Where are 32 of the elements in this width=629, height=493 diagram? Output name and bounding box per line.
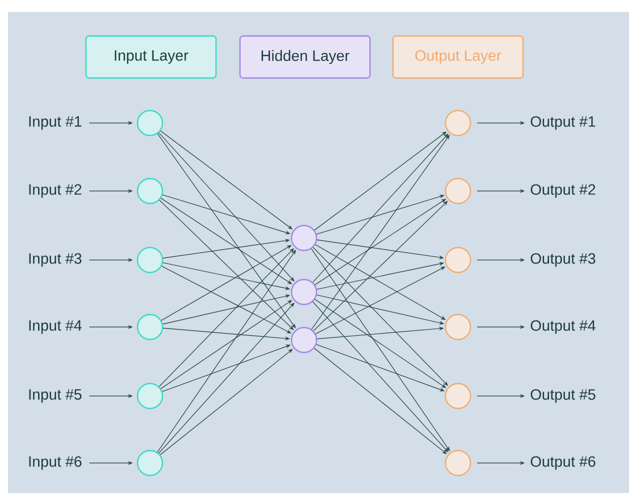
node-label: Output #3 [530, 253, 596, 267]
neuron-circle [444, 178, 472, 204]
node-label: Output #5 [530, 389, 596, 403]
node-label: Output #1 [530, 116, 596, 130]
neuron-circle [290, 224, 318, 252]
node-label: Input #6 [29, 456, 82, 470]
node-label: Input #4 [29, 320, 82, 334]
node-label: Input #3 [29, 253, 82, 267]
node-label: Output #2 [530, 184, 596, 198]
neuron-circle [444, 450, 472, 476]
neuron-circle [136, 110, 164, 136]
connection-arrow [311, 134, 450, 330]
neuron-circle [444, 382, 472, 410]
node-label: Output #4 [530, 320, 596, 334]
neuron-circle [136, 382, 164, 410]
neuron-circle [136, 314, 164, 340]
legend-item: Input Layer [85, 35, 217, 79]
node-label: Output #6 [530, 456, 596, 470]
neuron-circle [444, 246, 472, 274]
connection-arrow [157, 133, 296, 328]
neuron-circle [136, 178, 164, 204]
neuron-circle [136, 450, 164, 476]
neuron-circle [444, 314, 472, 340]
neuron-circle [136, 246, 164, 274]
legend-item: Output Layer [392, 35, 524, 79]
node-label: Input #1 [29, 116, 82, 130]
node-label: Input #5 [29, 389, 82, 403]
node-label: Input #2 [29, 184, 82, 198]
neuron-circle [290, 278, 318, 306]
neuron-circle [290, 326, 318, 354]
neuron-circle [444, 110, 472, 136]
legend-item: Hidden Layer [239, 35, 371, 79]
